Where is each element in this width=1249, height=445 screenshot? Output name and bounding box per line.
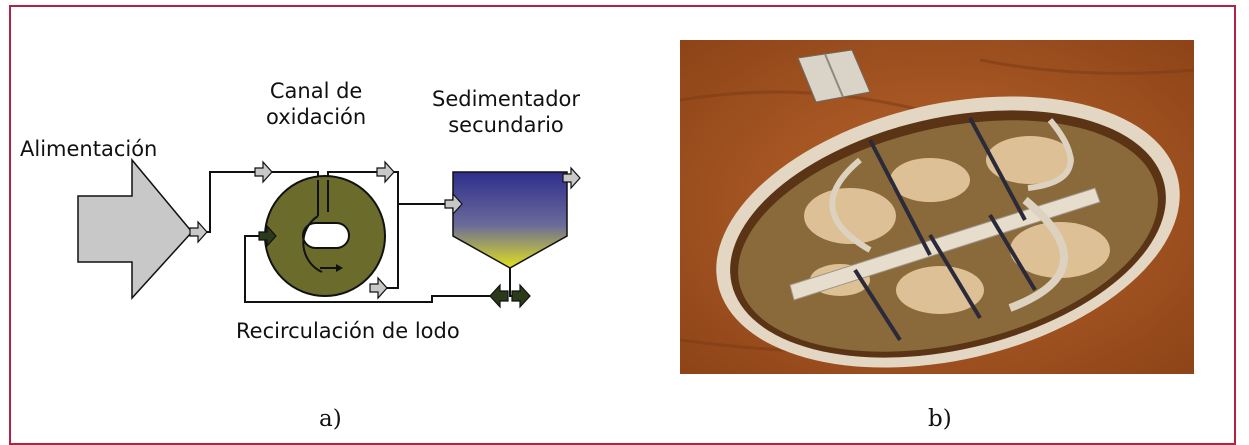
oxidation-ditch xyxy=(264,175,386,297)
channel-label: Canal de oxidación xyxy=(266,78,366,130)
settler-label-line-2: secundario xyxy=(448,113,564,137)
caption-b: b) xyxy=(928,406,952,432)
feed-label: Alimentación xyxy=(20,137,158,161)
feed-arrow xyxy=(77,157,193,300)
flow-arrows xyxy=(189,160,581,300)
flow-arrow-feed-icon xyxy=(189,220,208,244)
secondary-settler xyxy=(452,171,568,269)
recycle-label: Recirculación de lodo xyxy=(236,319,460,343)
oxidation-ditch-photo xyxy=(680,40,1194,374)
process-diagram xyxy=(77,157,581,309)
valve-right-arrow-icon xyxy=(511,283,531,309)
channel-label-line-2: oxidación xyxy=(266,105,367,129)
caption-a: a) xyxy=(319,406,342,432)
valve-left-arrow-icon xyxy=(489,283,509,309)
recycle-valve xyxy=(258,224,531,309)
flow-arrow-lower-icon xyxy=(369,276,388,300)
recycle-inlet-arrow-icon xyxy=(258,224,277,248)
flow-arrow-effluent-icon xyxy=(562,166,581,190)
settler-label-line-1: Sedimentador xyxy=(432,87,581,111)
settler-label: Sedimentador secundario xyxy=(432,86,580,138)
flow-arrow-inlet-icon xyxy=(254,160,273,184)
flow-arrow-settler-in-icon xyxy=(444,192,463,216)
flow-arrow-outlet-icon xyxy=(376,160,395,184)
channel-label-line-1: Canal de xyxy=(269,79,363,103)
